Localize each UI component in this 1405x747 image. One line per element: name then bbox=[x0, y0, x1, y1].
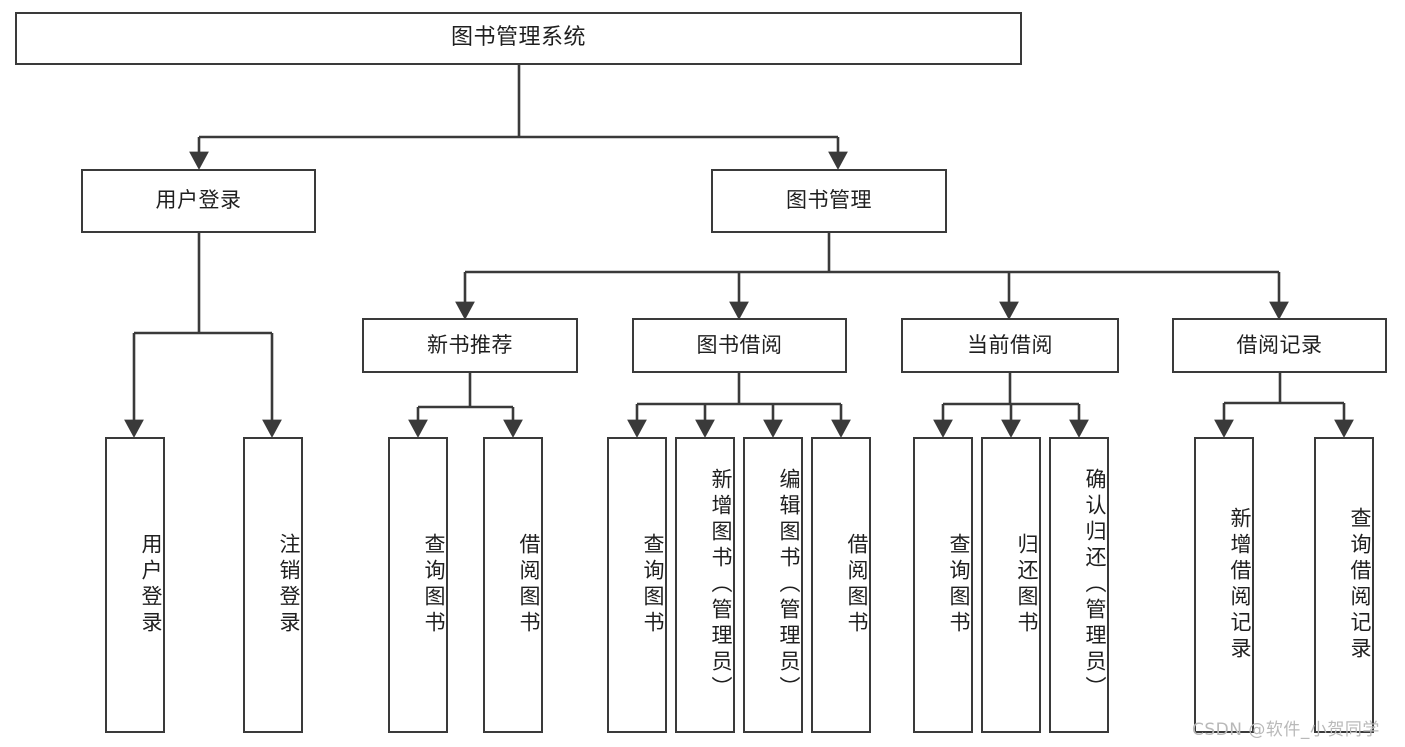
node-label: 新书推荐 bbox=[427, 332, 513, 357]
node-book-management[interactable]: 图书管理 bbox=[711, 169, 947, 233]
node-leaf-bookborrow-borrow-book[interactable]: 借阅图书 bbox=[811, 437, 871, 733]
node-label: 用户登录 bbox=[139, 533, 163, 637]
node-leaf-currentborrow-query-book[interactable]: 查询图书 bbox=[913, 437, 973, 733]
node-label: 用户登录 bbox=[155, 188, 242, 213]
node-label: 新增借阅记录 bbox=[1228, 507, 1252, 663]
node-root-book-management-system[interactable]: 图书管理系统 bbox=[15, 12, 1022, 65]
node-leaf-logout[interactable]: 注销登录 bbox=[243, 437, 303, 733]
node-new-book-recommend[interactable]: 新书推荐 bbox=[362, 318, 578, 373]
node-leaf-borrowrecord-query-record[interactable]: 查询借阅记录 bbox=[1314, 437, 1374, 733]
node-user-login[interactable]: 用户登录 bbox=[81, 169, 316, 233]
node-label: 查询图书 bbox=[422, 533, 446, 637]
node-label: 图书管理系统 bbox=[450, 25, 586, 51]
node-label: 当前借阅 bbox=[967, 332, 1053, 357]
node-leaf-bookborrow-edit-book-admin[interactable]: 编辑图书（管理员） bbox=[743, 437, 803, 733]
node-borrow-record[interactable]: 借阅记录 bbox=[1172, 318, 1387, 373]
node-leaf-bookborrow-add-book-admin[interactable]: 新增图书（管理员） bbox=[675, 437, 735, 733]
node-leaf-currentborrow-return-book[interactable]: 归还图书 bbox=[981, 437, 1041, 733]
node-label: 查询图书 bbox=[641, 533, 665, 637]
node-leaf-newbook-borrow-book[interactable]: 借阅图书 bbox=[483, 437, 543, 733]
node-label: 图书管理 bbox=[786, 188, 872, 213]
node-label: 归还图书 bbox=[1015, 533, 1039, 637]
node-current-borrow[interactable]: 当前借阅 bbox=[901, 318, 1119, 373]
node-label: 图书借阅 bbox=[696, 332, 783, 357]
node-label: 借阅图书 bbox=[517, 533, 541, 637]
node-leaf-user-login[interactable]: 用户登录 bbox=[105, 437, 165, 733]
node-label: 新增图书（管理员） bbox=[709, 468, 733, 702]
watermark-text: CSDN @软件_小贺同学 bbox=[1192, 720, 1380, 740]
node-label: 借阅记录 bbox=[1236, 332, 1323, 357]
node-leaf-newbook-query-book[interactable]: 查询图书 bbox=[388, 437, 448, 733]
node-leaf-currentborrow-confirm-return-admin[interactable]: 确认归还（管理员） bbox=[1049, 437, 1109, 733]
node-leaf-bookborrow-query-book[interactable]: 查询图书 bbox=[607, 437, 667, 733]
node-label: 编辑图书（管理员） bbox=[777, 468, 801, 702]
node-label: 确认归还（管理员） bbox=[1083, 468, 1107, 702]
node-leaf-borrowrecord-add-record[interactable]: 新增借阅记录 bbox=[1194, 437, 1254, 733]
node-book-borrow[interactable]: 图书借阅 bbox=[632, 318, 847, 373]
node-label: 注销登录 bbox=[277, 533, 301, 637]
node-label: 查询借阅记录 bbox=[1348, 507, 1372, 663]
node-label: 借阅图书 bbox=[845, 533, 869, 637]
node-label: 查询图书 bbox=[947, 533, 971, 637]
watermark-csdn: CSDN @软件_小贺同学 bbox=[1192, 715, 1380, 740]
